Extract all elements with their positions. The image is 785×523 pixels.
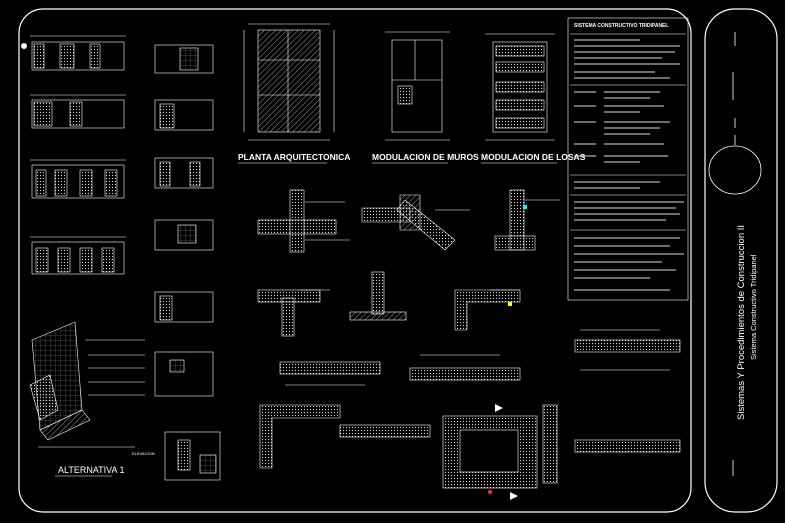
panel-isometric [29,321,145,441]
title-block-subject: Sistemas Y Procedimientos de Construccio… [736,225,747,420]
notes-heading: SISTEMA CONSTRUCTIVO TRIDIPANEL [574,23,668,29]
modulacion-losas-drawing [485,33,555,141]
title-block-border [704,8,778,513]
accent-mark [488,490,492,494]
construction-details [257,189,681,489]
modulacion-muros-drawing [385,31,450,141]
title-block-system: Sistema Constructivo Tridipanel [749,254,758,360]
notes-box [567,17,689,301]
alternativa-label: ALTERNATIVA 1 [58,465,125,475]
sheet-border [18,8,692,513]
elevation-group-second [154,44,221,481]
muros-title: MODULACION DE MUROS [372,152,479,162]
arrow-icon [510,492,518,500]
planta-arquitectonica-drawing [243,23,335,141]
elevacion-label: ELEVACION [132,451,155,456]
planta-title: PLANTA ARQUITECTONICA [238,152,350,162]
losas-title: MODULACION DE LOSAS [481,152,586,162]
accent-mark [523,205,527,209]
elevation-group-left [30,35,126,275]
accent-mark [508,302,512,306]
notes-text-lines [574,39,684,291]
title-block-details [708,32,762,476]
icon-marker [21,43,27,49]
arrow-icon [495,404,503,412]
